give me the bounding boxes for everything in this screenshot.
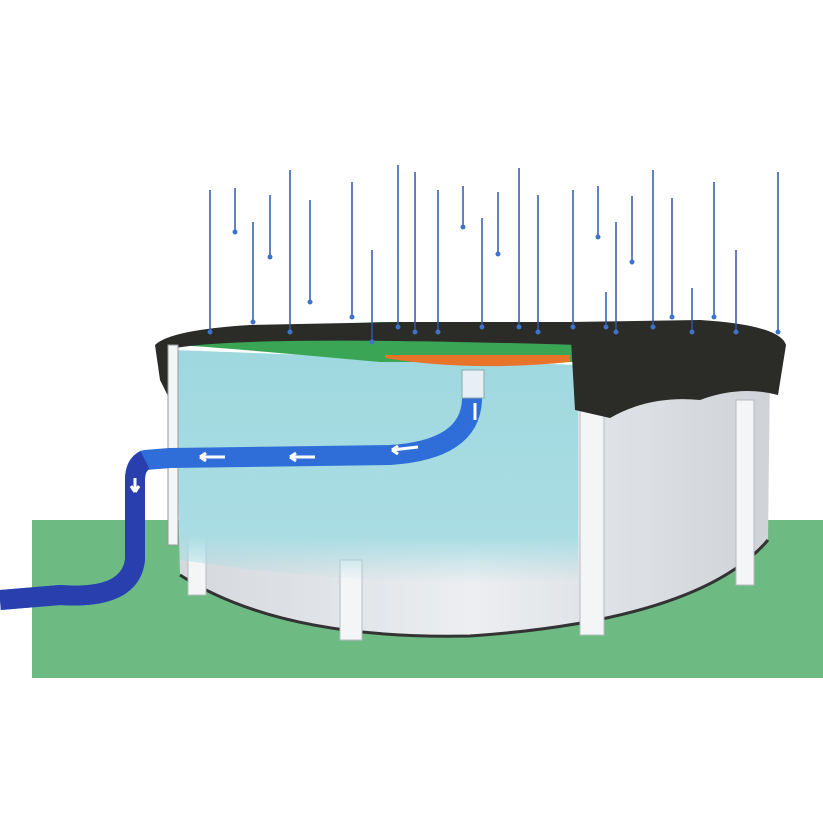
rain-drop-icon <box>435 329 441 335</box>
rain-drop-icon <box>232 229 238 235</box>
pool-bottom-rim <box>179 539 770 638</box>
rain-drop-icon <box>460 224 466 230</box>
rain-drop-icon <box>613 329 619 335</box>
rain-drop-icon <box>369 339 375 345</box>
rain-drop-icon <box>775 329 781 335</box>
flow-arrows <box>129 403 477 493</box>
rain-drop-icon <box>595 234 601 240</box>
pool-cover <box>155 322 578 400</box>
flow-arrow-left-icon <box>391 444 419 456</box>
external-hose <box>0 451 151 610</box>
rain-drop-icon <box>535 329 541 335</box>
rain-drop-icon <box>495 251 501 257</box>
rain-drop-icon <box>395 324 401 330</box>
rain-drop-icon <box>650 324 656 330</box>
rain-drop-icon <box>669 314 675 320</box>
rain-drop-icon <box>307 299 313 305</box>
rain-drop-icon <box>689 329 695 335</box>
rain-drop-icon <box>207 329 213 335</box>
rain-drop-icon <box>287 329 293 335</box>
rain-drop-icon <box>711 314 717 320</box>
rain-drop-icon <box>733 329 739 335</box>
rain-drop-icon <box>267 254 273 260</box>
flow-arrow-left-icon <box>199 451 225 463</box>
rain <box>207 165 781 345</box>
wall-edge <box>167 344 179 546</box>
rain-drop-icon <box>412 329 418 335</box>
rain-drop-icon <box>479 324 485 330</box>
rain-drop-icon <box>629 259 635 265</box>
pool-cover-right <box>570 320 786 418</box>
rain-drop-icon <box>603 324 609 330</box>
rain-drop-icon <box>250 319 256 325</box>
flow-arrow-down-icon <box>129 478 141 493</box>
rain-drop-icon <box>516 324 522 330</box>
rain-drop-icon <box>570 324 576 330</box>
rain-drop-icon <box>349 314 355 320</box>
flow-arrow-left-icon <box>289 451 315 463</box>
drain-fitting <box>461 369 485 399</box>
drain-pad <box>385 355 570 367</box>
